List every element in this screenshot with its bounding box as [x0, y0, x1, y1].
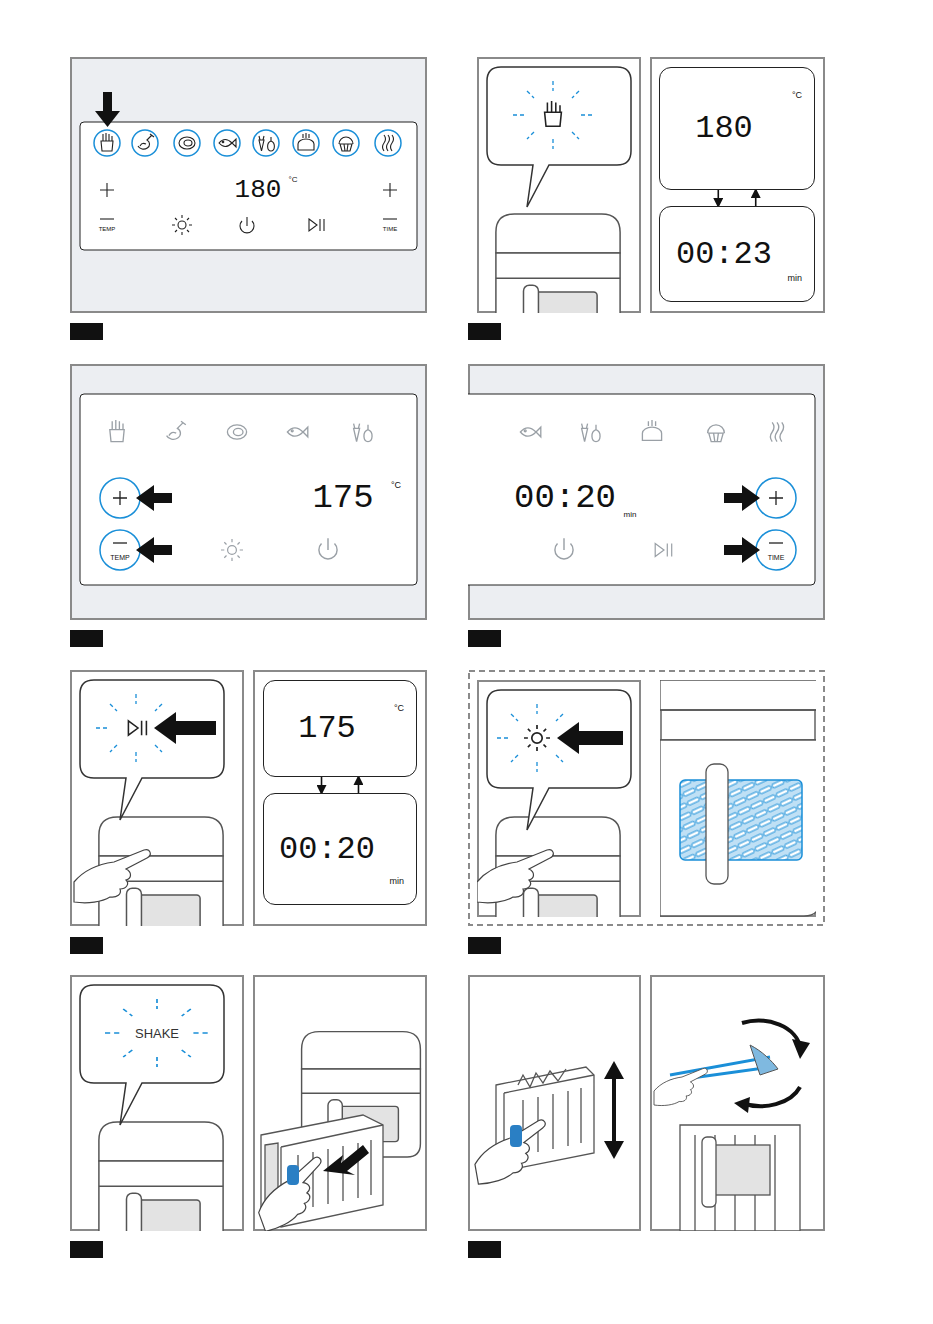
display-unit: °C — [792, 90, 802, 100]
display-unit: min — [787, 273, 802, 283]
cycle-arrow — [717, 190, 719, 206]
display-unit: °C — [394, 703, 404, 713]
cycle-arrow — [755, 190, 757, 206]
panel-label: TIME — [383, 226, 397, 232]
display-box: 00:20min — [263, 793, 417, 905]
display-box: 180°C — [659, 67, 815, 190]
panel-label: °C — [289, 176, 298, 184]
display-value: 00:23 — [660, 207, 814, 301]
panel-label: TEMP — [110, 554, 129, 561]
panel-label: 180 — [235, 177, 282, 203]
cycle-arrow — [358, 777, 360, 793]
panel-label: 00:20 — [514, 481, 616, 515]
display-box: 00:23min — [659, 206, 815, 302]
panel-label: SHAKE — [135, 1027, 179, 1040]
display-unit: min — [389, 876, 404, 886]
display-value: 180 — [660, 68, 814, 189]
panel-label: TEMP — [99, 226, 116, 232]
panel-label: min — [624, 511, 637, 519]
panel-label: TIME — [768, 554, 785, 561]
display-value: 00:20 — [264, 794, 416, 904]
display-box: 175°C — [263, 680, 417, 777]
panel-label: °C — [391, 481, 401, 490]
cycle-arrow — [321, 777, 323, 793]
display-value: 175 — [264, 681, 416, 776]
panel-label: 175 — [312, 481, 373, 515]
